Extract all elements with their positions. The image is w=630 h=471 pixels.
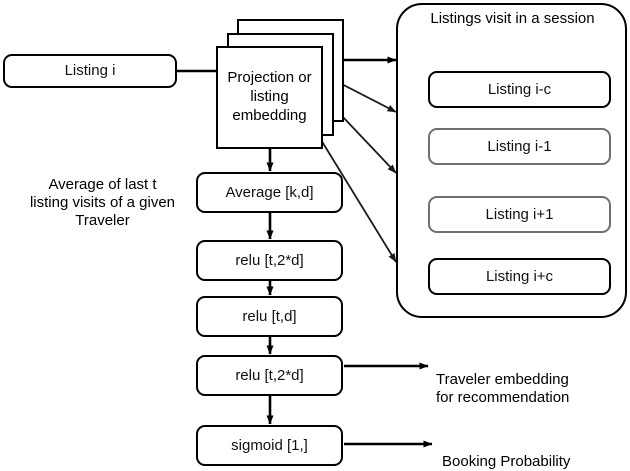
node-listing-i-minus-c-label: Listing i-c — [487, 80, 552, 98]
output-traveler-embedding-text: Traveler embedding for recommendation — [436, 371, 570, 406]
node-average-label: Average [k,d] — [225, 183, 314, 201]
output-booking-probability: Booking Probability — [442, 435, 630, 471]
node-relu-3-label: relu [t,2*d] — [235, 366, 304, 384]
node-listing-i-minus-1-label: Listing i-1 — [487, 137, 552, 155]
node-projection-embedding-label: Projection or listing embedding — [227, 69, 312, 124]
node-listing-i-plus-1[interactable]: Listing i+1 — [428, 196, 611, 233]
node-relu-1[interactable]: relu [t,2*d] — [196, 240, 343, 281]
node-relu-2[interactable]: relu [t,d] — [196, 296, 343, 337]
node-projection-or-listing-embedding[interactable]: Projection or listing embedding — [216, 46, 323, 149]
node-listing-i-plus-c-label: Listing i+c — [485, 267, 554, 285]
node-listing-i-plus-1-label: Listing i+1 — [485, 205, 554, 223]
note-average-of-last-t: Average of last t listing visits of a gi… — [10, 158, 195, 230]
node-listing-i-plus-c[interactable]: Listing i+c — [428, 258, 611, 295]
session-panel-title: Listings visit in a session — [420, 10, 605, 28]
note-average-of-last-t-text: Average of last t listing visits of a gi… — [29, 176, 176, 229]
node-relu-1-label: relu [t,2*d] — [235, 251, 304, 269]
node-sigmoid[interactable]: sigmoid [1,] — [196, 425, 343, 466]
output-booking-probability-text: Booking Probability — [442, 453, 571, 470]
node-average[interactable]: Average [k,d] — [196, 172, 343, 213]
node-relu-3[interactable]: relu [t,2*d] — [196, 355, 343, 396]
node-listing-i-minus-c[interactable]: Listing i-c — [428, 71, 611, 108]
output-traveler-embedding: Traveler embedding for recommendation — [436, 353, 626, 407]
node-listing-i-minus-1[interactable]: Listing i-1 — [428, 128, 611, 165]
node-relu-2-label: relu [t,d] — [242, 307, 297, 325]
session-panel-title-text: Listings visit in a session — [430, 10, 595, 27]
node-listing-i-label: Listing i — [64, 62, 116, 80]
node-listing-i[interactable]: Listing i — [3, 54, 177, 88]
node-sigmoid-label: sigmoid [1,] — [231, 436, 308, 454]
